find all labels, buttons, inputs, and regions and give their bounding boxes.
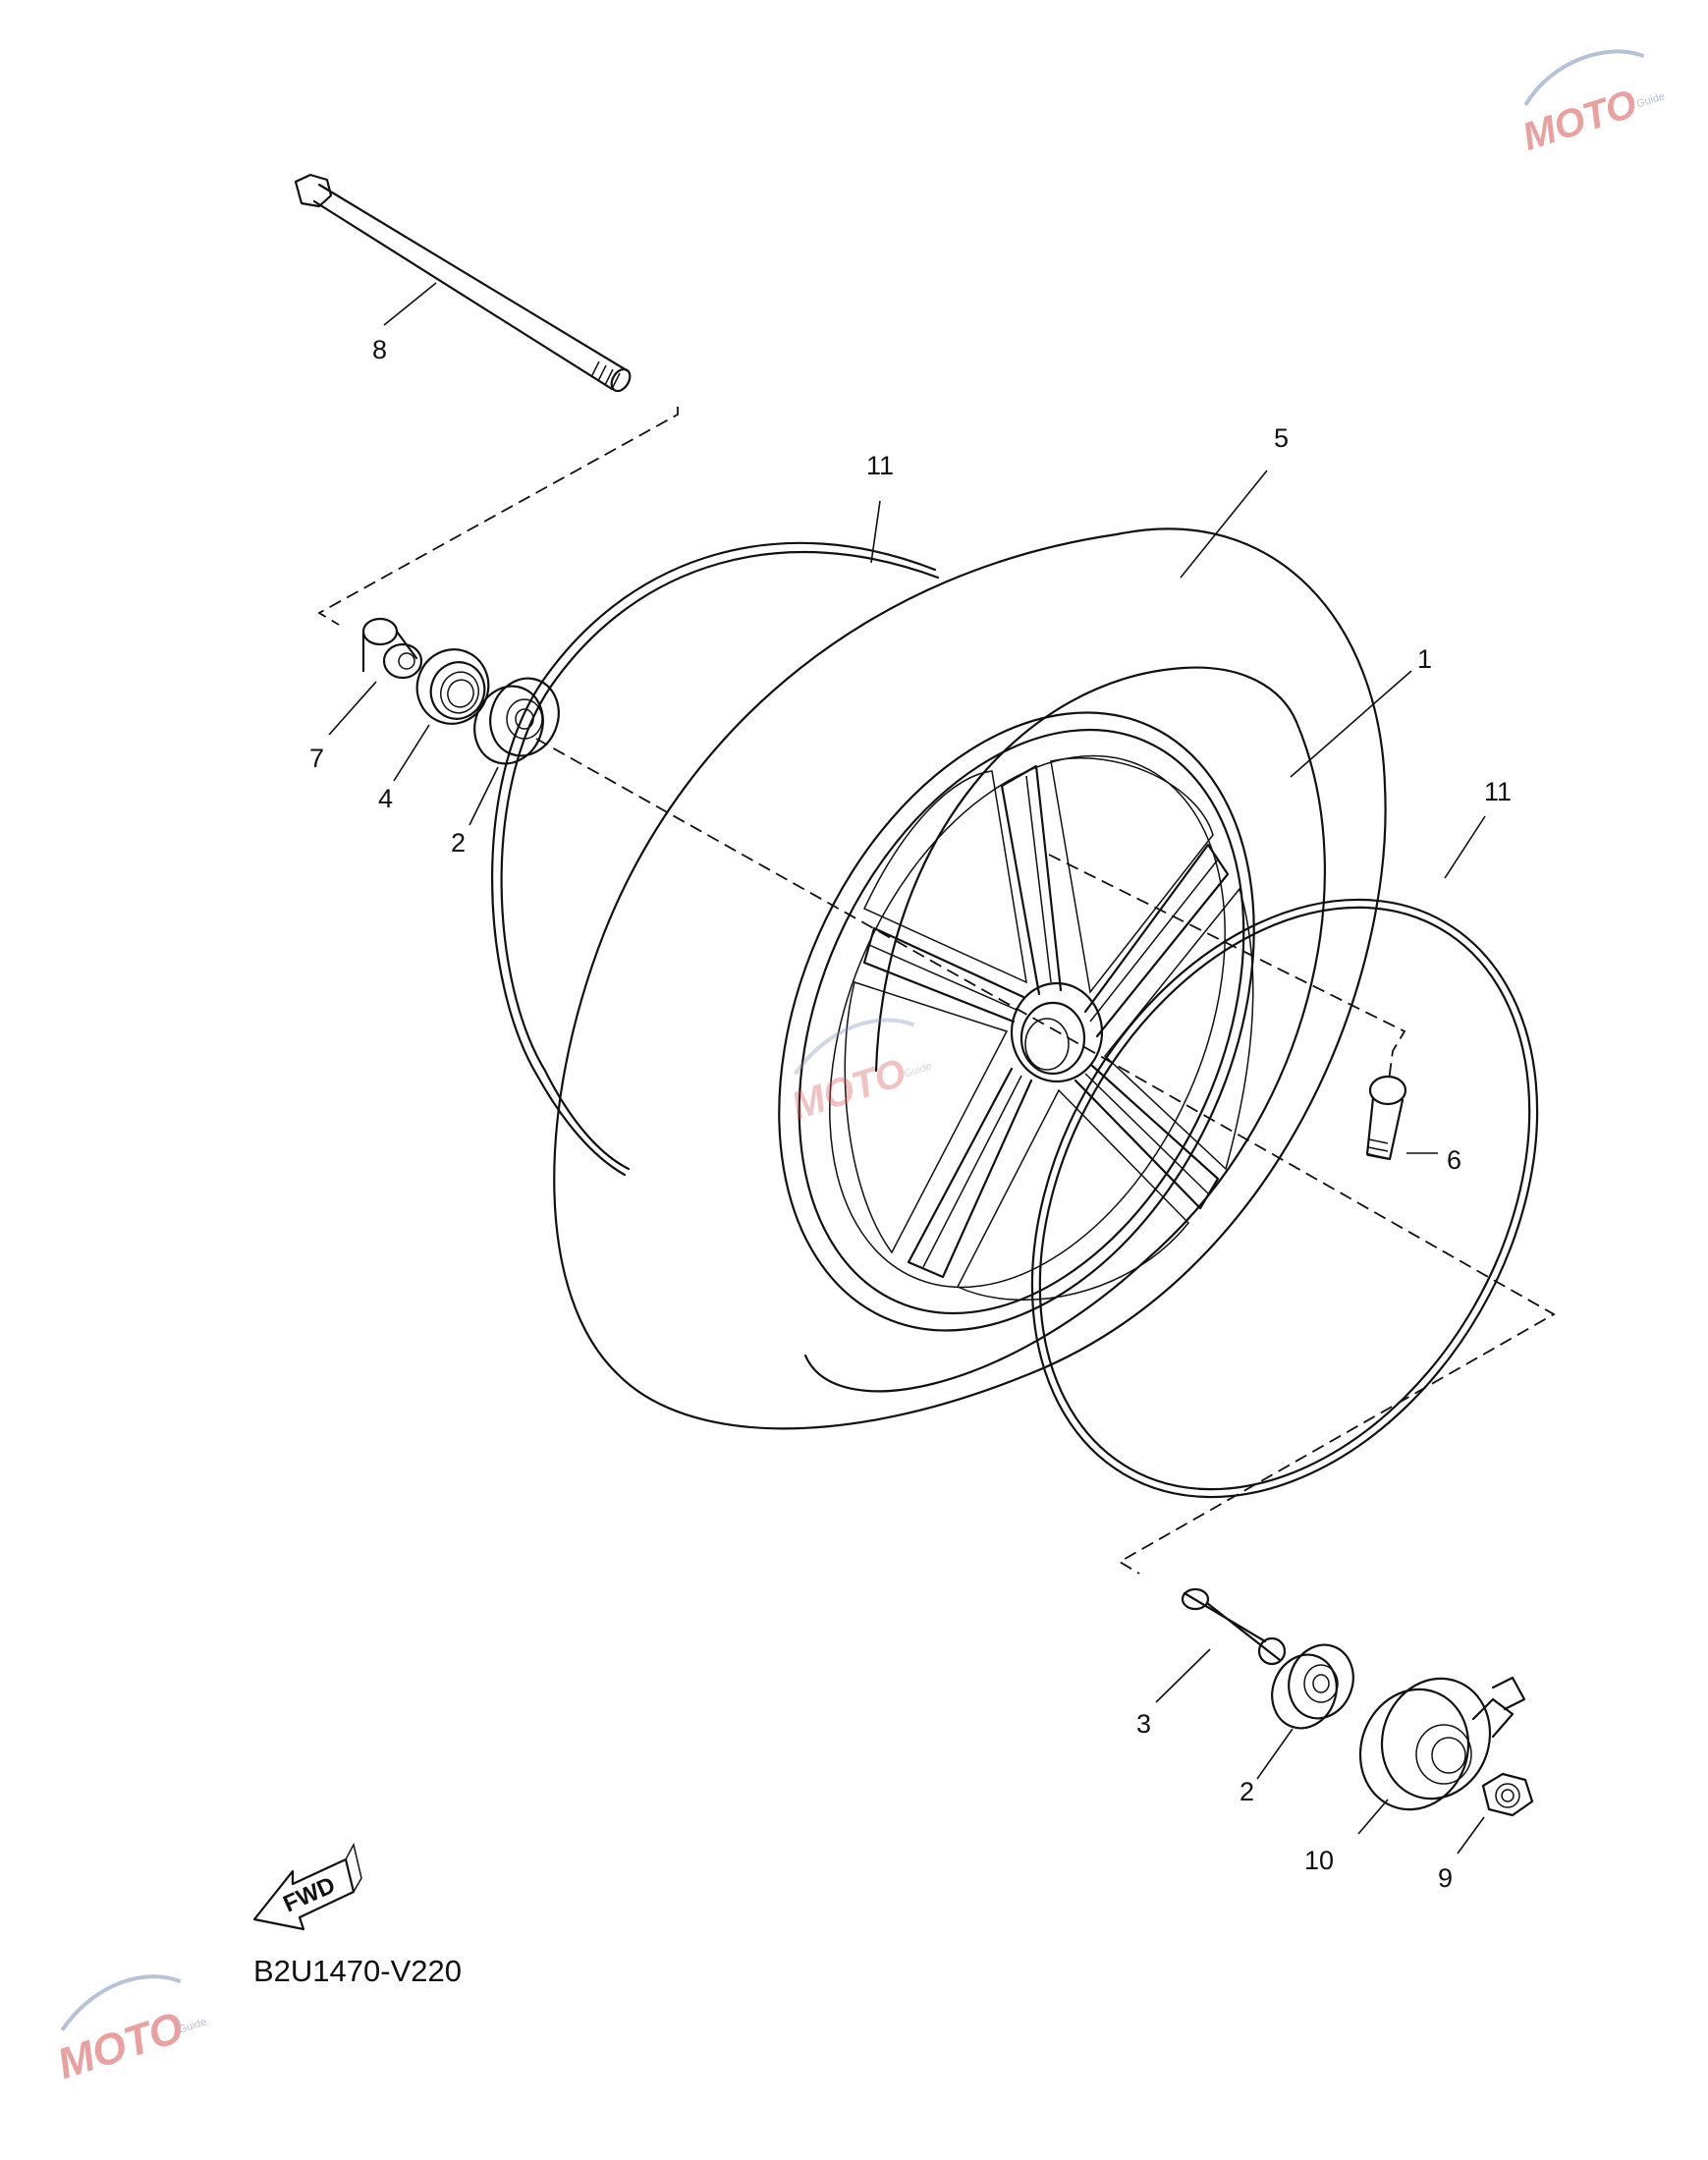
watermark-brand: MOTO xyxy=(1517,82,1642,159)
callout-8: 8 xyxy=(372,335,387,364)
meter-gear-unit xyxy=(1358,1676,1526,1811)
o-ring-left xyxy=(491,541,940,1177)
watermark-logo-center: MOTO Guide xyxy=(787,1018,934,1129)
drawing-code: B2U1470-V220 xyxy=(253,1954,462,1988)
callout-9: 9 xyxy=(1438,1863,1453,1893)
axle-nut xyxy=(1481,1772,1534,1817)
fwd-direction-arrow: FWD xyxy=(252,1842,362,1931)
callout-1: 1 xyxy=(1417,644,1432,674)
watermark-sub: Guide xyxy=(903,1060,934,1080)
spacer-collar xyxy=(361,617,423,680)
callout-2: 2 xyxy=(1240,1777,1254,1806)
watermark-logo-bottom: MOTO Guide xyxy=(52,1974,208,2088)
collar-spacer-tube xyxy=(1181,1587,1287,1666)
o-ring-right xyxy=(1030,898,1539,1499)
callout-3: 3 xyxy=(1136,1709,1151,1739)
callout-11: 11 xyxy=(866,451,894,480)
callout-6: 6 xyxy=(1447,1145,1461,1175)
watermark-sub: Guide xyxy=(177,2016,208,2035)
callout-7: 7 xyxy=(309,744,324,773)
fwd-label: FWD xyxy=(279,1872,339,1918)
axle-bolt xyxy=(294,173,632,393)
callout-10: 10 xyxy=(1304,1846,1334,1875)
callout-11: 11 xyxy=(1484,777,1512,806)
tire-valve xyxy=(1365,1075,1407,1161)
callout-4: 4 xyxy=(378,784,393,813)
callout-5: 5 xyxy=(1274,423,1289,453)
wheel-bearing-right xyxy=(1271,1643,1354,1730)
tire xyxy=(553,527,1387,1430)
callout-2: 2 xyxy=(451,828,466,858)
watermark-sub: Guide xyxy=(1635,90,1667,110)
watermark-logo-top: MOTO Guide xyxy=(1517,49,1667,159)
cast-wheel xyxy=(778,711,1255,1332)
